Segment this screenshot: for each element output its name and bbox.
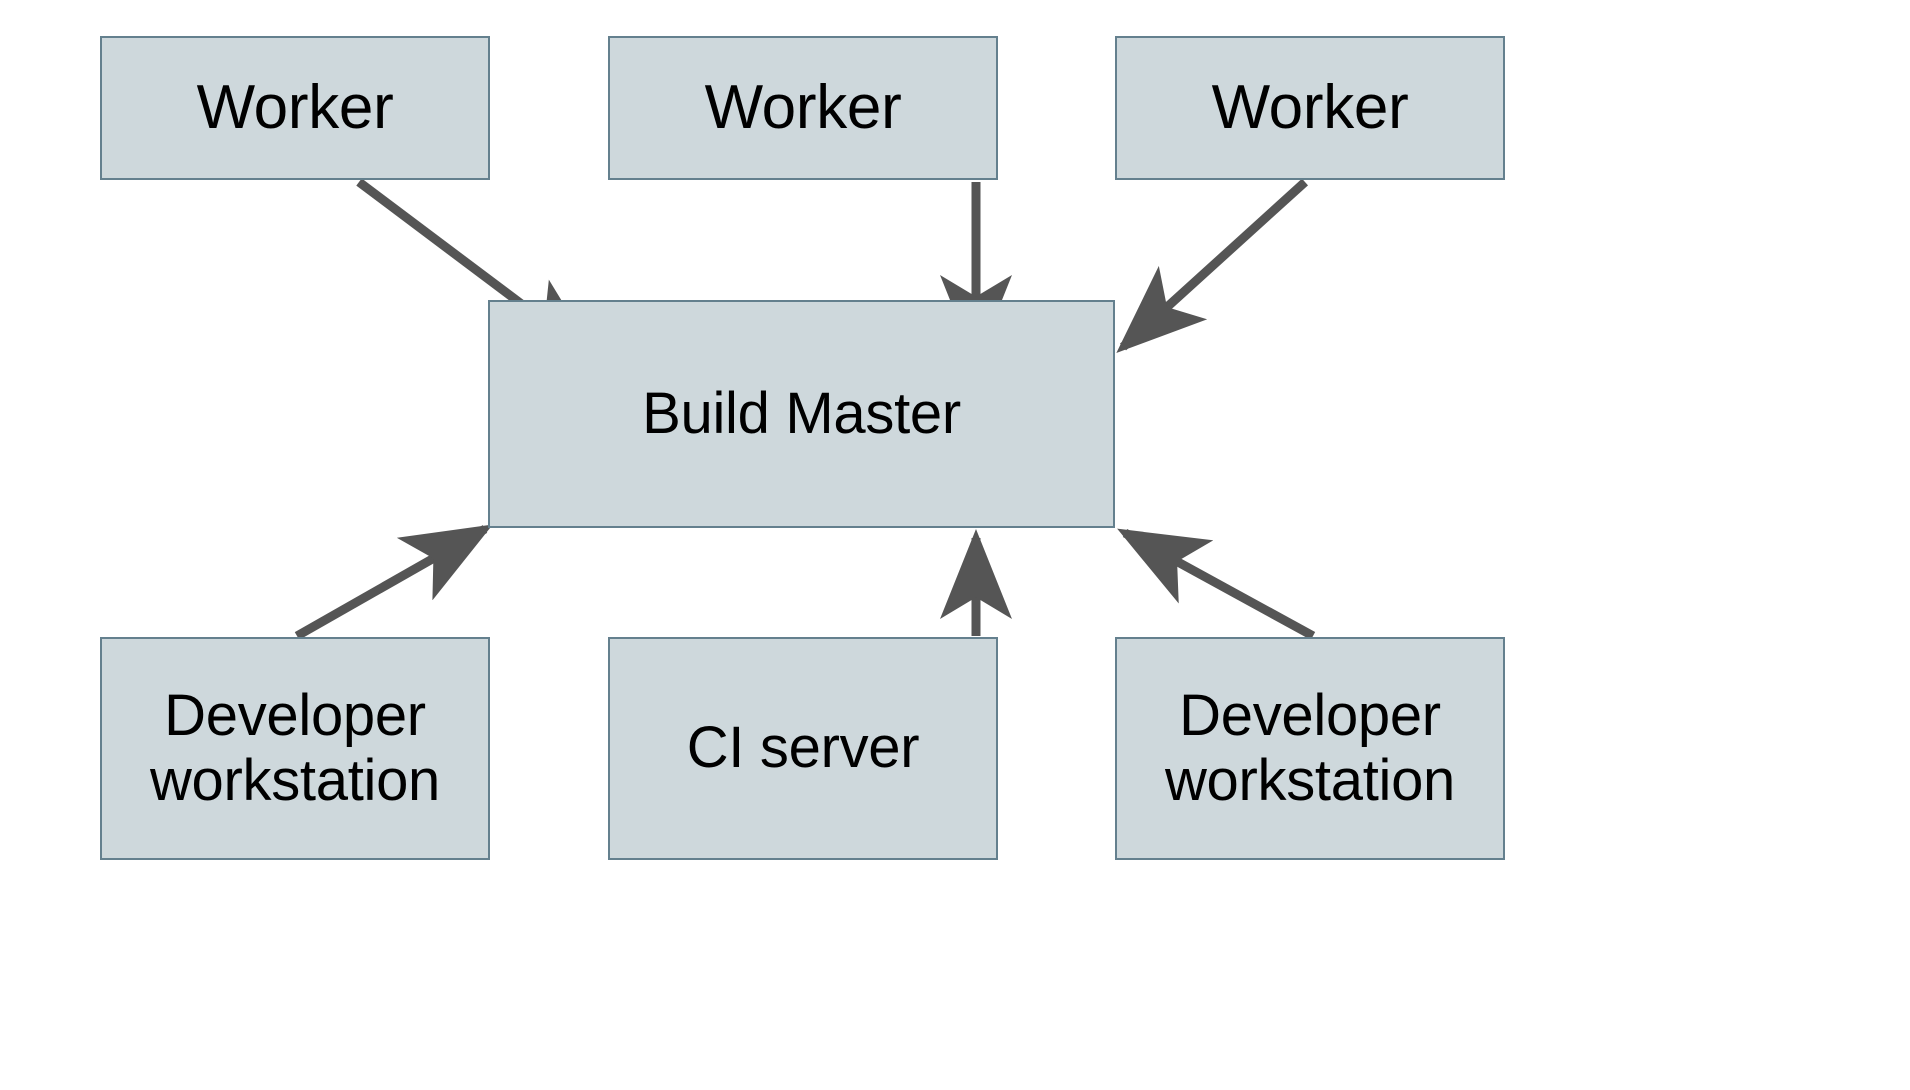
node-worker-2[interactable]: Worker bbox=[608, 36, 998, 180]
node-ci-server[interactable]: CI server bbox=[608, 637, 998, 860]
node-dev-workstation-right[interactable]: Developer workstation bbox=[1115, 637, 1505, 860]
edge-dev-workstation-right-to-build-master bbox=[1117, 528, 1316, 640]
node-build-master-label: Build Master bbox=[642, 380, 961, 446]
edge-worker-3-to-build-master bbox=[1116, 178, 1309, 354]
node-worker-3[interactable]: Worker bbox=[1115, 36, 1505, 180]
node-ci-server-label: CI server bbox=[686, 715, 920, 781]
node-dev-workstation-left[interactable]: Developer workstation bbox=[100, 637, 490, 860]
node-build-master[interactable]: Build Master bbox=[488, 300, 1115, 528]
node-dev-workstation-right-label: Developer workstation bbox=[1164, 682, 1456, 813]
node-dev-workstation-left-label: Developer workstation bbox=[149, 682, 441, 813]
node-worker-2-label: Worker bbox=[704, 73, 902, 143]
node-worker-1-label: Worker bbox=[196, 73, 394, 143]
node-worker-3-label: Worker bbox=[1211, 73, 1409, 143]
edge-dev-workstation-left-to-build-master bbox=[294, 524, 493, 640]
node-worker-1[interactable]: Worker bbox=[100, 36, 490, 180]
